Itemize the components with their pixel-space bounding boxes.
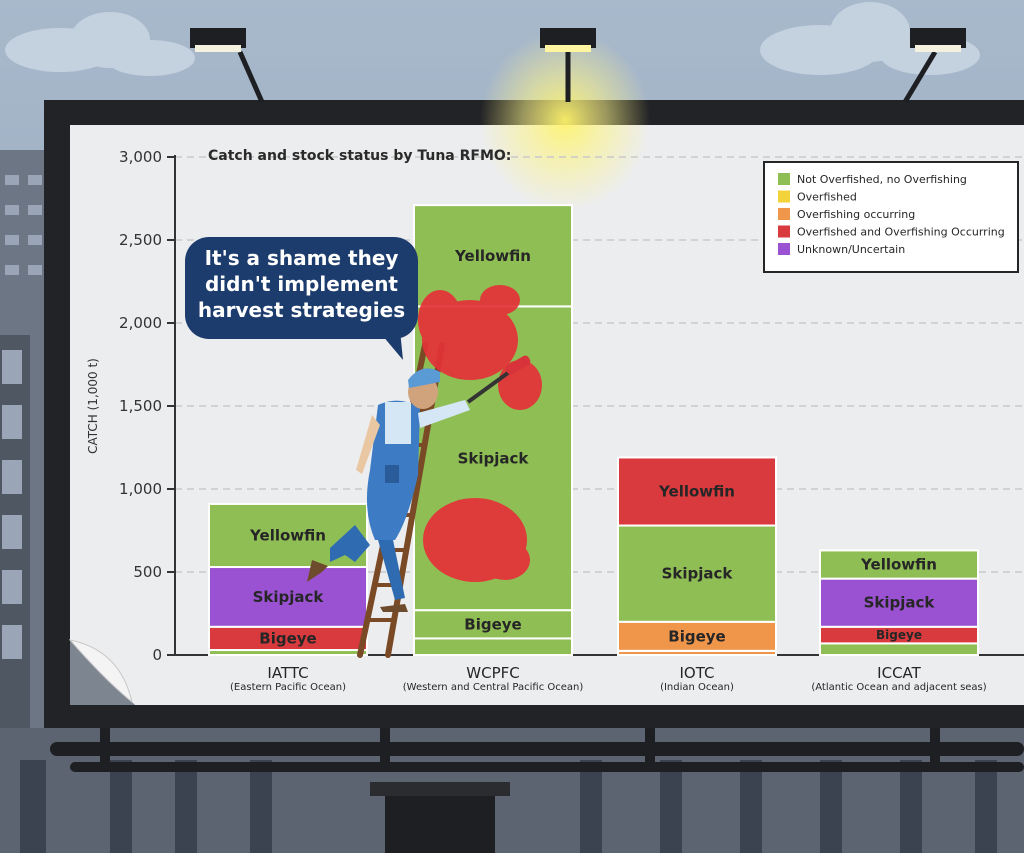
- y-tick-label: 2,500: [119, 231, 162, 249]
- bar-segment: [819, 577, 979, 628]
- speech-line-3: harvest strategies: [197, 298, 406, 322]
- legend-label: Overfishing occurring: [797, 208, 915, 221]
- speech-bubble: [185, 237, 418, 360]
- y-tick-label: 0: [152, 646, 162, 664]
- bar-segment: [208, 566, 368, 628]
- bar-segment: [617, 456, 777, 527]
- bar-segment-label: Skipjack: [864, 594, 936, 612]
- bar-segment-label: Bigeye: [464, 615, 521, 633]
- legend-swatch: [778, 190, 790, 203]
- bar-segment-label: Yellowfin: [860, 556, 937, 574]
- lamp-glow: [480, 30, 650, 210]
- bar-segment: [617, 620, 777, 652]
- bar-segment: [819, 642, 979, 657]
- x-category-label: WCPFC: [466, 664, 519, 682]
- y-tick-label: 1,000: [119, 480, 162, 498]
- bar-segment-label: Skipjack: [662, 565, 734, 583]
- x-category-subtitle: (Indian Ocean): [660, 682, 734, 693]
- x-category-subtitle: (Atlantic Ocean and adjacent seas): [811, 682, 986, 693]
- speech-line-1: It's a shame they: [204, 246, 399, 270]
- bar-segment-label: Skipjack: [458, 449, 530, 467]
- legend-label: Unknown/Uncertain: [797, 243, 905, 256]
- bar-segment-label: Skipjack: [253, 588, 325, 606]
- x-category-label: IOTC: [680, 664, 715, 682]
- chart-title: Catch and stock status by Tuna RFMO:: [208, 148, 512, 164]
- bar-segment-label: Yellowfin: [658, 482, 735, 500]
- bar-segment: [819, 549, 979, 580]
- bar-segment-label: Bigeye: [876, 628, 922, 642]
- bar-segment-label: Yellowfin: [249, 526, 326, 544]
- y-tick-label: 500: [133, 563, 162, 581]
- bar-segment-label: Bigeye: [668, 627, 725, 645]
- x-category-subtitle: (Western and Central Pacific Ocean): [403, 682, 584, 693]
- bar-segment: [413, 637, 573, 657]
- x-category-subtitle: (Eastern Pacific Ocean): [230, 682, 346, 693]
- speech-bubble-text: It's a shame they didn't implement harve…: [185, 245, 418, 323]
- legend-label: Not Overfished, no Overfishing: [797, 173, 967, 186]
- lamps: [190, 28, 966, 104]
- speech-line-2: didn't implement: [204, 272, 398, 296]
- legend-box: [763, 161, 1019, 273]
- y-tick-label: 1,500: [119, 397, 162, 415]
- peeling-paper: [68, 639, 133, 704]
- clouds: [5, 2, 980, 76]
- legend-swatch: [778, 225, 790, 238]
- bar-segment-label: Yellowfin: [454, 247, 531, 265]
- y-tick-label: 3,000: [119, 148, 162, 166]
- bar-segment: [413, 609, 573, 640]
- bar-segment-label: Bigeye: [259, 629, 316, 647]
- y-axis-label: CATCH (1,000 t): [86, 358, 100, 454]
- legend-swatch: [778, 173, 790, 185]
- x-category-label: IATTC: [267, 664, 308, 682]
- x-category-label: ICCAT: [877, 664, 921, 682]
- billboard-structure: [0, 728, 1024, 853]
- legend-label: Overfished: [797, 191, 857, 204]
- legend-label: Overfished and Overfishing Occurring: [797, 226, 1005, 239]
- red-paint-strokes: [418, 285, 542, 582]
- legend-swatch: [778, 243, 790, 255]
- y-tick-label: 2,000: [119, 314, 162, 332]
- legend-swatch: [778, 208, 790, 220]
- painter-figure: [307, 355, 531, 612]
